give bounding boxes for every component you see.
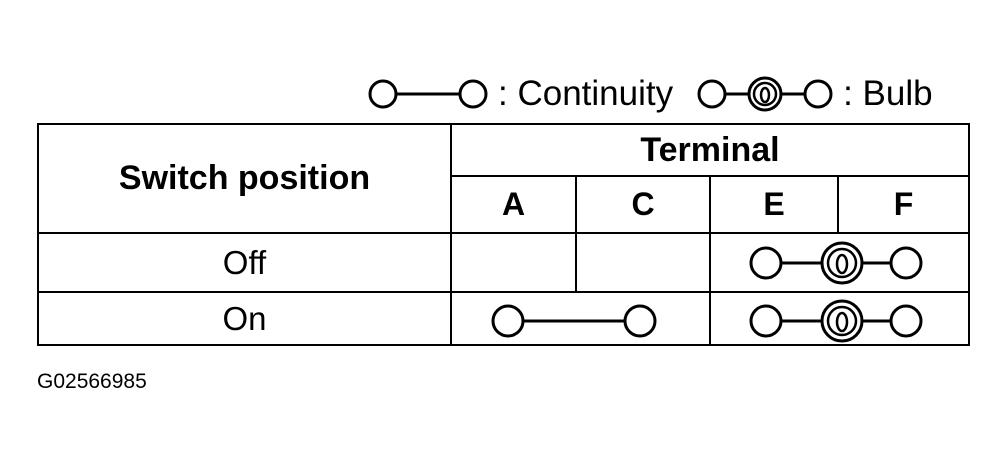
table-row: On (37, 291, 970, 346)
table-row: Off (37, 232, 970, 293)
terminal-header: Terminal (450, 123, 970, 177)
cell-off-ef (709, 232, 970, 293)
continuity-table: Switch position Terminal A C E F Off On (37, 123, 970, 346)
terminal-f-header: F (837, 175, 970, 234)
switch-position-header: Switch position (37, 123, 452, 234)
bulb-symbol-icon (697, 76, 833, 112)
legend: : Continuity : Bulb (366, 72, 933, 116)
figure-id: G02566985 (37, 370, 147, 393)
cell-off-c (575, 232, 711, 293)
terminal-e-header: E (709, 175, 839, 234)
terminal-a-header: A (450, 175, 577, 234)
cell-on-ac (450, 291, 711, 346)
cell-on-ef (709, 291, 970, 346)
switch-position-off: Off (37, 232, 452, 293)
bulb-legend-label: : Bulb (843, 74, 933, 113)
continuity-legend-label: : Continuity (498, 74, 674, 113)
continuity-symbol-icon (368, 79, 488, 109)
terminal-c-header: C (575, 175, 711, 234)
cell-off-a (450, 232, 577, 293)
switch-position-on: On (37, 291, 452, 346)
